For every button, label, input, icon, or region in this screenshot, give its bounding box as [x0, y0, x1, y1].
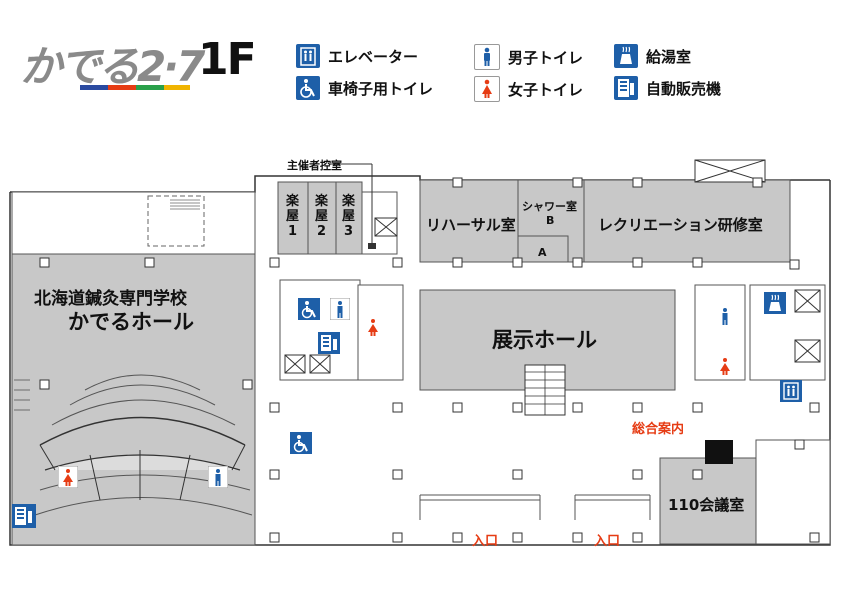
legend-label: エレベーター — [328, 47, 419, 66]
recreation-room — [583, 179, 791, 263]
logo-text: かでる2·7 — [20, 42, 205, 91]
vending-machine-icon — [614, 76, 638, 100]
kitchenette-icon — [764, 292, 786, 314]
hall-name-line1: 北海道鍼灸専門学校 — [34, 289, 187, 309]
information-desk-label: 総合案内 — [632, 422, 685, 437]
entrance-2-label: 入口 — [594, 534, 621, 549]
legend-label: 女子トイレ — [508, 80, 584, 99]
legend-label: 給湯室 — [646, 47, 692, 66]
kaderu-logo: かでる2·7 — [20, 35, 205, 93]
legend-label: 自動販売機 — [646, 79, 722, 98]
womens-toilet-icon — [474, 76, 500, 102]
elevator-icon — [296, 44, 320, 68]
rehearsal-room — [419, 179, 519, 263]
meeting-room-110-label: 110会議室 — [668, 496, 745, 514]
legend-kitchenette: 給湯室 — [614, 44, 691, 68]
elevator-icon — [780, 380, 802, 402]
womens-toilet-icon — [58, 466, 78, 488]
mens-toilet-icon — [208, 466, 228, 488]
rehearsal-room-label: リハーサル室 — [426, 216, 516, 234]
recreation-room-label: レクリエーション研修室 — [598, 216, 763, 234]
exhibition-hall-label: 展示ホール — [492, 328, 597, 352]
womens-toilet-icon — [720, 358, 730, 375]
shower-room-a-label: A — [538, 246, 547, 259]
logo-color-bar — [80, 85, 190, 90]
organizer-room-label: 主催者控室 — [287, 159, 342, 172]
wheelchair-toilet-icon — [290, 432, 312, 454]
info-desk — [705, 440, 733, 464]
wheelchair-toilet-icon — [296, 76, 320, 100]
legend-wheelchair-toilet: 車椅子用トイレ — [296, 76, 433, 100]
shower-room-b-label: B — [546, 214, 555, 227]
legend-label: 男子トイレ — [508, 48, 584, 67]
wheelchair-toilet-icon — [298, 298, 320, 320]
legend-elevator: エレベーター — [296, 44, 418, 68]
womens-toilet-icon — [368, 319, 378, 336]
legend-womens-toilet: 女子トイレ — [474, 76, 583, 102]
mens-toilet-icon — [722, 308, 728, 325]
shower-room-label: シャワー室 — [522, 200, 577, 213]
vending-machine-icon — [12, 504, 36, 528]
mens-toilet-icon — [474, 44, 500, 70]
kitchenette-icon — [614, 44, 638, 68]
legend-vending-machine: 自動販売機 — [614, 76, 721, 100]
legend-label: 車椅子用トイレ — [328, 79, 434, 98]
legend-mens-toilet: 男子トイレ — [474, 44, 583, 70]
floor-label: 1F — [198, 34, 257, 85]
vending-machine-icon — [318, 332, 340, 354]
hall-name-line2: かでるホール — [68, 310, 194, 334]
mens-toilet-icon — [330, 298, 350, 320]
entrance-1-label: 入口 — [472, 534, 499, 549]
